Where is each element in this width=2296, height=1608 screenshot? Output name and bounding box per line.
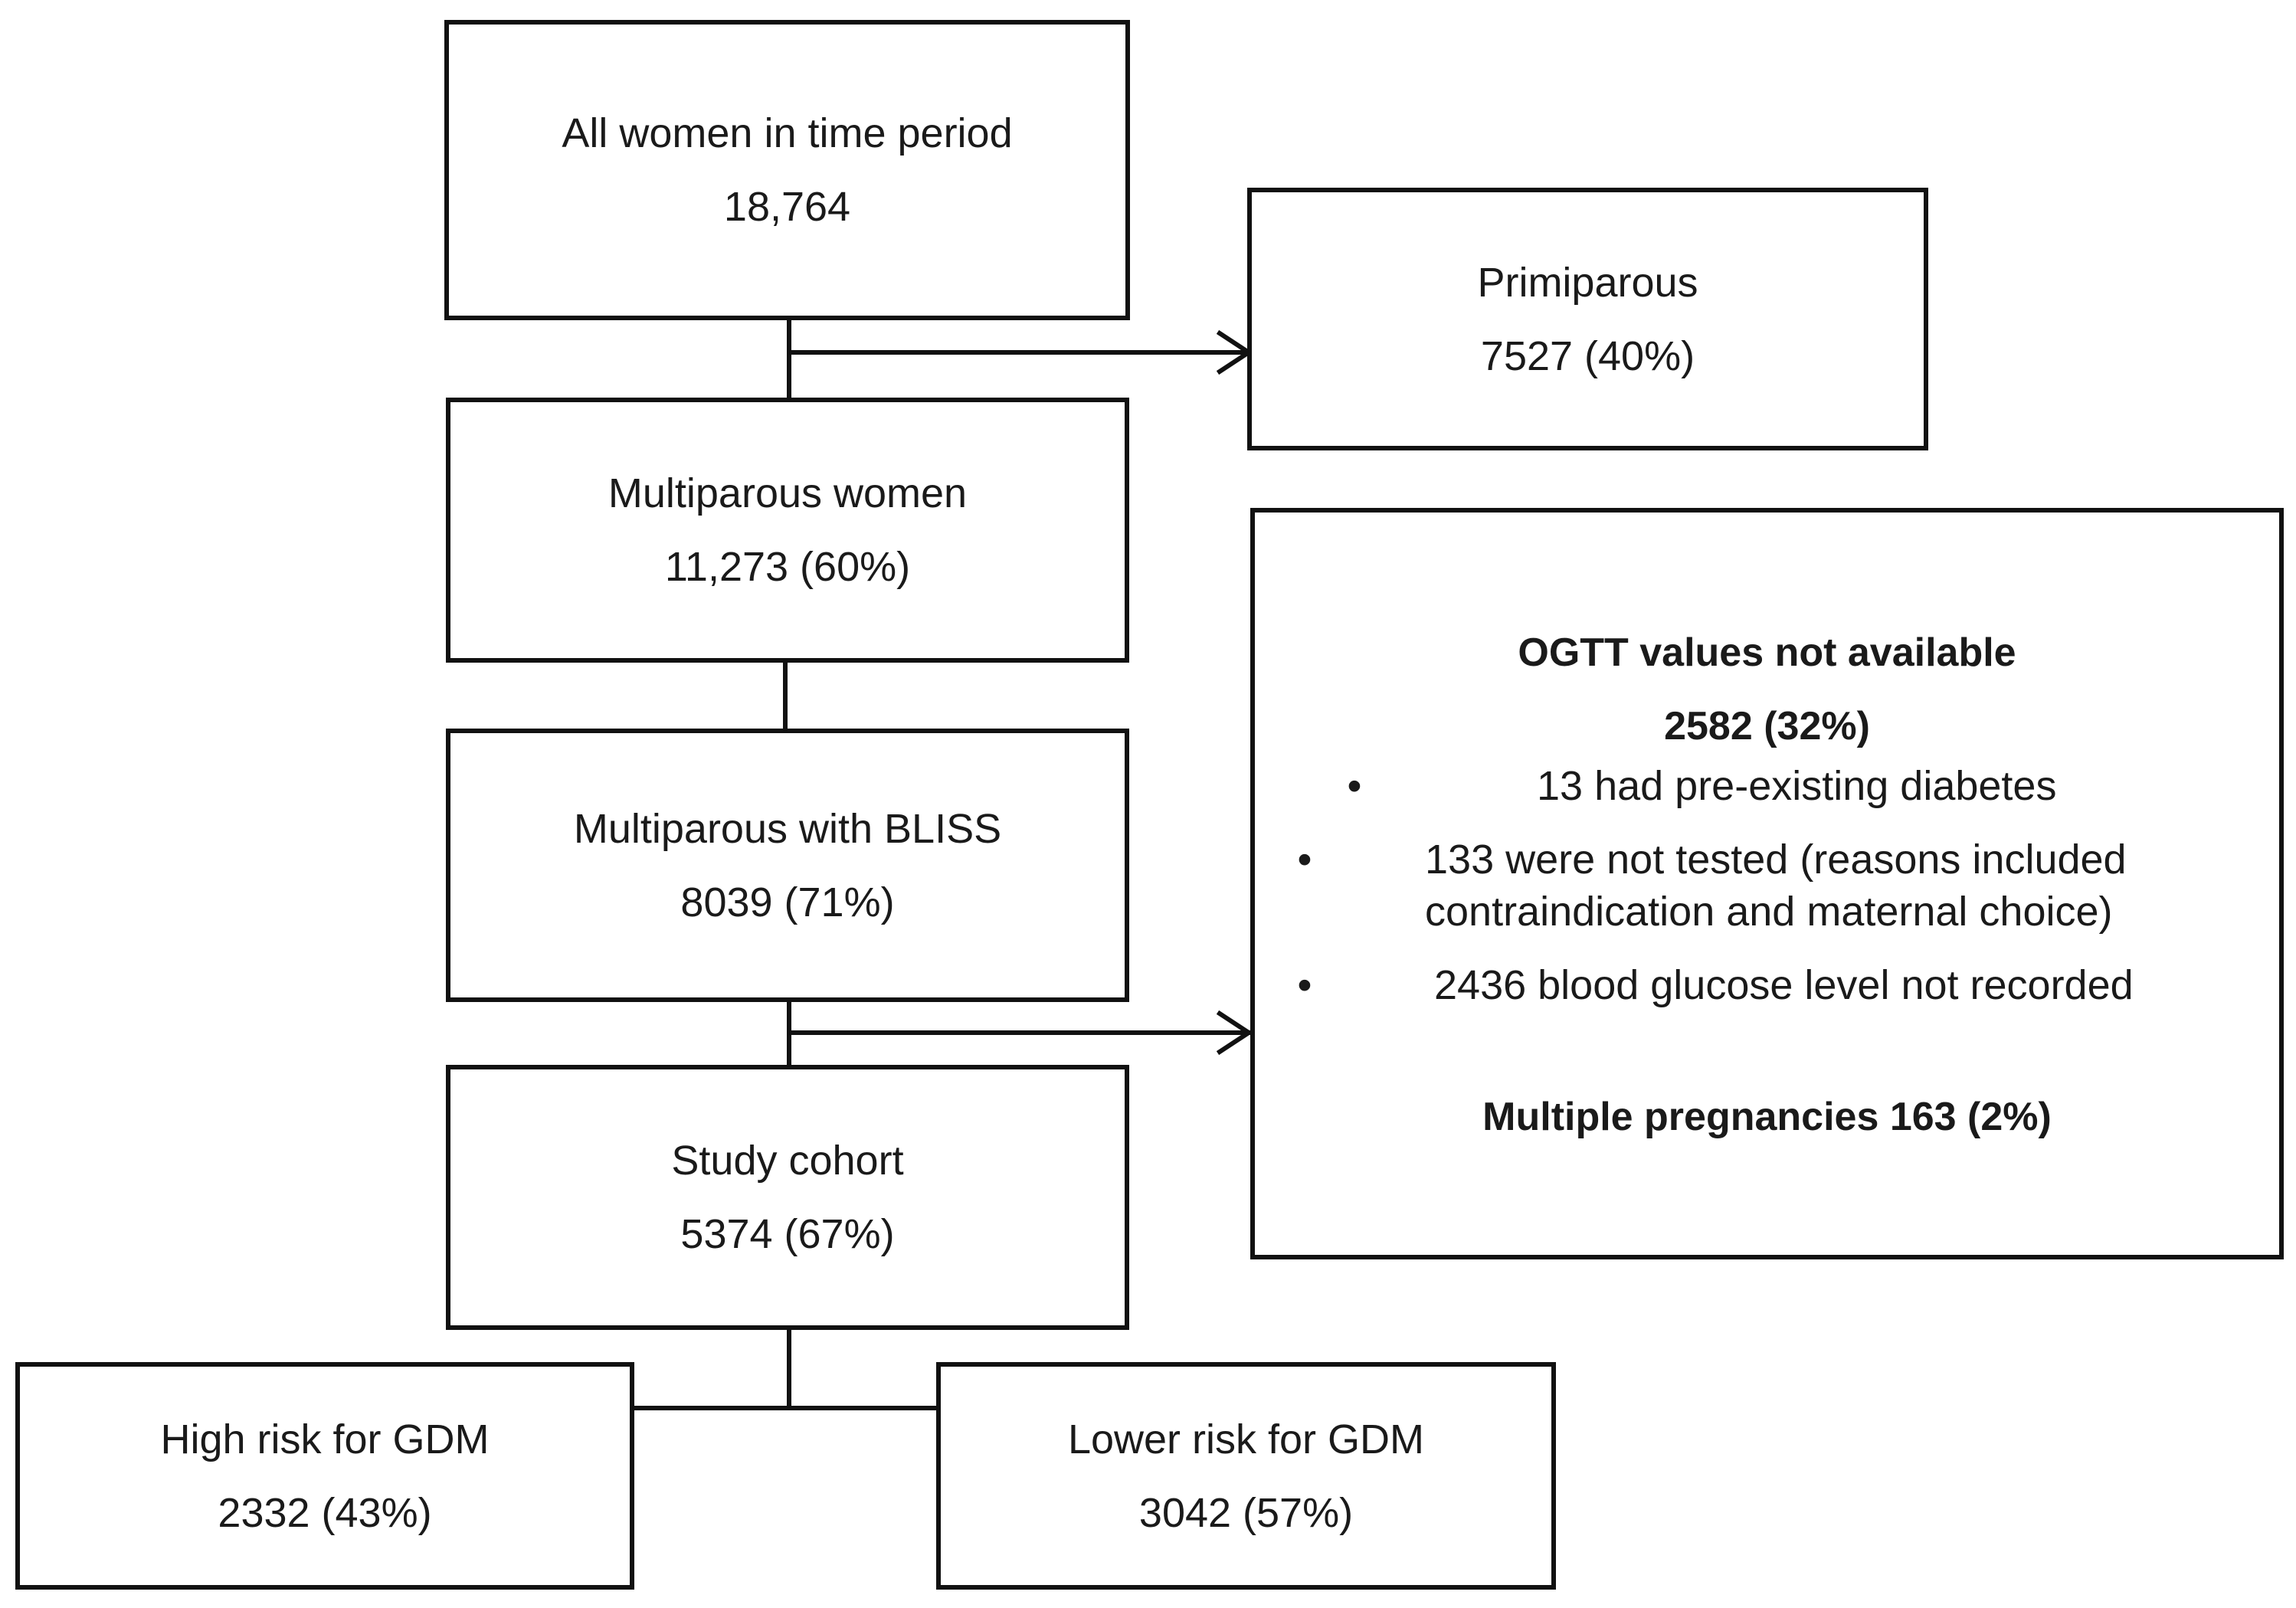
exclusion-item-text: 2436 blood glucose level not recorded — [1434, 962, 2134, 1008]
box-multiparous-label: Multiparous women — [608, 470, 968, 516]
box-cohort-label: Study cohort — [671, 1138, 904, 1184]
exclusions-title: OGTT values not available — [1518, 630, 2016, 675]
box-lower-risk-label: Lower risk for GDM — [1067, 1416, 1425, 1462]
box-primiparous-label: Primiparous — [1477, 259, 1698, 306]
box-multiparous-women: Multiparous women 11,273 (60%) — [446, 398, 1129, 663]
box-primiparous: Primiparous 7527 (40%) — [1247, 188, 1928, 450]
box-primiparous-count: 7527 (40%) — [1480, 332, 1695, 379]
exclusions-title-count: 2582 (32%) — [1664, 704, 1870, 748]
exclusion-bullet-not-recorded: • 2436 blood glucose level not recorded — [1255, 959, 2279, 1011]
bullet-marker: • — [1347, 763, 1362, 809]
box-multiparous-count: 11,273 (60%) — [664, 544, 911, 590]
box-all-women: All women in time period 18,764 — [444, 20, 1130, 320]
box-bliss-count: 8039 (71%) — [680, 879, 895, 925]
box-all-women-count: 18,764 — [723, 184, 851, 230]
box-high-risk: High risk for GDM 2332 (43%) — [15, 1362, 634, 1590]
exclusion-item-text: 13 had pre-existing diabetes — [1537, 763, 2057, 809]
box-bliss-label: Multiparous with BLISS — [573, 805, 1002, 852]
bullet-marker: • — [1297, 837, 1312, 883]
bullet-marker: • — [1297, 962, 1312, 1008]
box-exclusions: OGTT values not available 2582 (32%) • 1… — [1250, 508, 2284, 1259]
box-all-women-label: All women in time period — [562, 110, 1013, 156]
exclusion-item-text: 133 were not tested (reasons included co… — [1354, 833, 2127, 938]
exclusion-bullet-not-tested: • 133 were not tested (reasons included … — [1255, 833, 2279, 938]
box-high-risk-label: High risk for GDM — [160, 1416, 490, 1462]
arrowhead-exclusions — [1216, 1010, 1253, 1056]
box-lower-risk: Lower risk for GDM 3042 (57%) — [936, 1362, 1556, 1590]
box-lower-risk-count: 3042 (57%) — [1138, 1489, 1354, 1536]
box-study-cohort: Study cohort 5374 (67%) — [446, 1065, 1129, 1330]
exclusion-bullet-diabetes: • 13 had pre-existing diabetes — [1255, 760, 2279, 812]
box-multiparous-bliss: Multiparous with BLISS 8039 (71%) — [446, 729, 1129, 1002]
box-cohort-count: 5374 (67%) — [680, 1211, 895, 1257]
exclusion-item-line2: contraindication and maternal choice) — [1425, 889, 2113, 935]
box-high-risk-count: 2332 (43%) — [218, 1489, 432, 1536]
exclusion-item-line1: 133 were not tested (reasons included — [1425, 837, 2127, 883]
exclusions-multiple-pregnancies: Multiple pregnancies 163 (2%) — [1482, 1095, 2052, 1139]
